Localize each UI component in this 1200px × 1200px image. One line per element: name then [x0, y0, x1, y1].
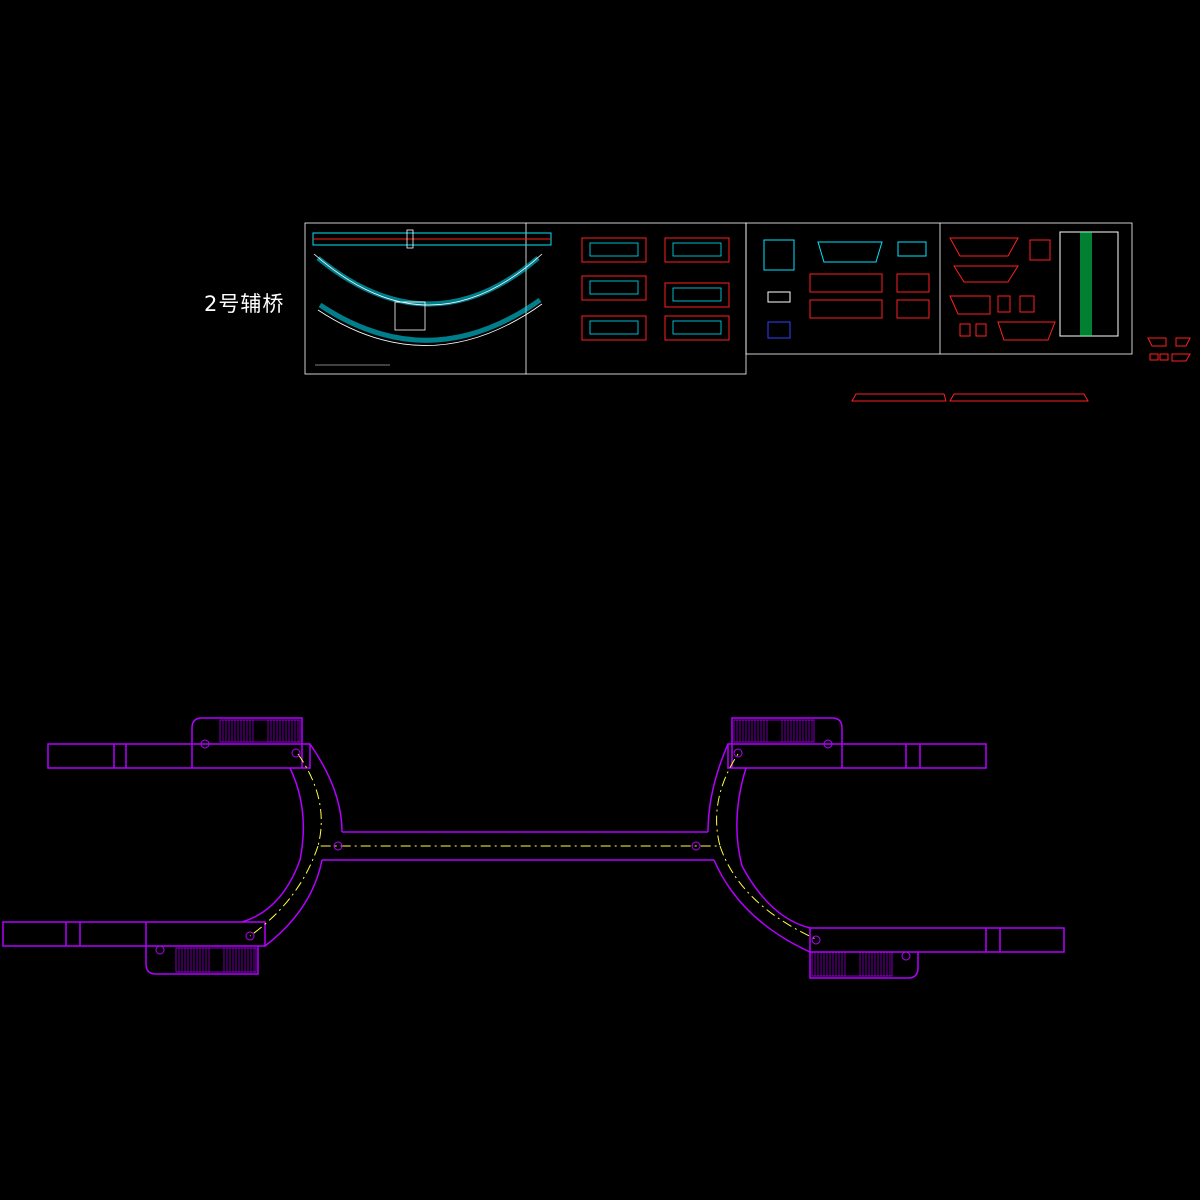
- abutment-top-left: [191, 717, 303, 768]
- detail-pad-2: [896, 299, 930, 319]
- approach-top-right: [727, 743, 987, 769]
- abutment-top-right: [731, 717, 843, 768]
- stair-hatching: [175, 719, 893, 977]
- section-d: [664, 282, 730, 308]
- strip-bars: [851, 393, 1089, 402]
- approach-bottom-right: [809, 927, 1065, 953]
- detail-cap-beam: [817, 241, 883, 263]
- shape-trapezoid-1: [949, 237, 1019, 257]
- pier-marker: [291, 748, 301, 758]
- shape-slab-1: [949, 295, 991, 315]
- piers: [155, 739, 911, 961]
- section-e-void: [589, 320, 639, 335]
- detail-legend-2: [767, 321, 791, 339]
- stair-top-right: [733, 719, 815, 743]
- left-ramp-outer: [309, 743, 343, 833]
- stray-shape-3: [1149, 353, 1159, 361]
- right-ramp-outer: [707, 743, 729, 833]
- pier-marker: [811, 935, 821, 945]
- pier-marker: [733, 748, 743, 758]
- drawing-title: 2号辅桥: [204, 292, 285, 316]
- detail-pad-1: [896, 273, 930, 293]
- sheet-frames: [304, 222, 1133, 375]
- section-c: [581, 275, 647, 301]
- stray-shape-4: [1159, 353, 1169, 361]
- shape-small-2: [1019, 295, 1035, 313]
- plan-sheet: [312, 229, 552, 366]
- stair-bottom-left: [175, 947, 257, 973]
- stray-shapes: [1147, 337, 1191, 362]
- section-d-void: [672, 287, 722, 302]
- shape-trapezoid-2: [953, 265, 1019, 283]
- abutment-bottom-left: [145, 922, 259, 975]
- strip-bar-1: [851, 393, 947, 402]
- strip-bar-2: [949, 393, 1089, 402]
- abutment-bottom-right: [809, 952, 919, 979]
- left-ramp-inner: [241, 767, 305, 923]
- pier-marker: [901, 951, 911, 961]
- detail-sheet: [763, 239, 930, 339]
- stair-bottom-right: [811, 951, 893, 977]
- section-sheet: [581, 237, 730, 341]
- detail-bearing: [897, 241, 927, 257]
- bridge-plan: [2, 717, 1065, 979]
- curved-deck-inner: [318, 297, 542, 343]
- quantity-table-column-highlight: [1080, 232, 1092, 336]
- section-a-void: [589, 242, 639, 257]
- right-ramp-outer-lower: [713, 859, 811, 953]
- pier-marker: [155, 945, 165, 955]
- stray-shape-5: [1171, 353, 1191, 362]
- detail-plan-1: [809, 273, 883, 293]
- shape-small-1: [997, 295, 1011, 313]
- stair-top-left: [219, 719, 301, 743]
- ramp-centerline-left: [249, 845, 319, 937]
- pier-marker: [200, 739, 210, 749]
- curved-deck-outer-edge: [313, 253, 543, 306]
- frame-plan-and-sections: [304, 222, 747, 375]
- section-b: [664, 237, 730, 263]
- approach-bottom-left: [2, 921, 266, 947]
- detail-pier-elevation: [763, 239, 795, 271]
- ramp-centerline-right: [719, 845, 819, 941]
- detail-legend-1: [767, 291, 791, 303]
- curved-deck-inner-edge: [317, 303, 543, 346]
- shape-square-1: [1029, 239, 1051, 261]
- detail-plan-2: [809, 299, 883, 319]
- pier-marker: [245, 931, 255, 941]
- approach-top-left: [47, 743, 311, 769]
- section-e: [581, 315, 647, 341]
- section-f: [664, 315, 730, 341]
- elevation-pier: [406, 229, 414, 249]
- frame-details-and-table: [745, 222, 1133, 355]
- shape-small-3: [959, 323, 971, 337]
- section-c-void: [589, 280, 639, 295]
- section-b-void: [672, 242, 722, 257]
- stair-lines: [178, 720, 891, 976]
- right-ramp-inner: [736, 767, 811, 929]
- pier-marker: [333, 841, 343, 851]
- stray-shape-2: [1175, 337, 1191, 347]
- pier-marker: [823, 739, 833, 749]
- plan-note-box: [394, 301, 426, 331]
- left-ramp-outer-lower: [264, 859, 323, 947]
- road-centerline: [297, 753, 739, 847]
- shape-slab-2: [997, 321, 1056, 341]
- section-f-void: [672, 320, 722, 335]
- section-a: [581, 237, 647, 263]
- stray-shape-1: [1147, 337, 1167, 347]
- shape-small-4: [975, 323, 987, 337]
- table-sheet: [949, 231, 1119, 341]
- pier-marker: [691, 841, 701, 851]
